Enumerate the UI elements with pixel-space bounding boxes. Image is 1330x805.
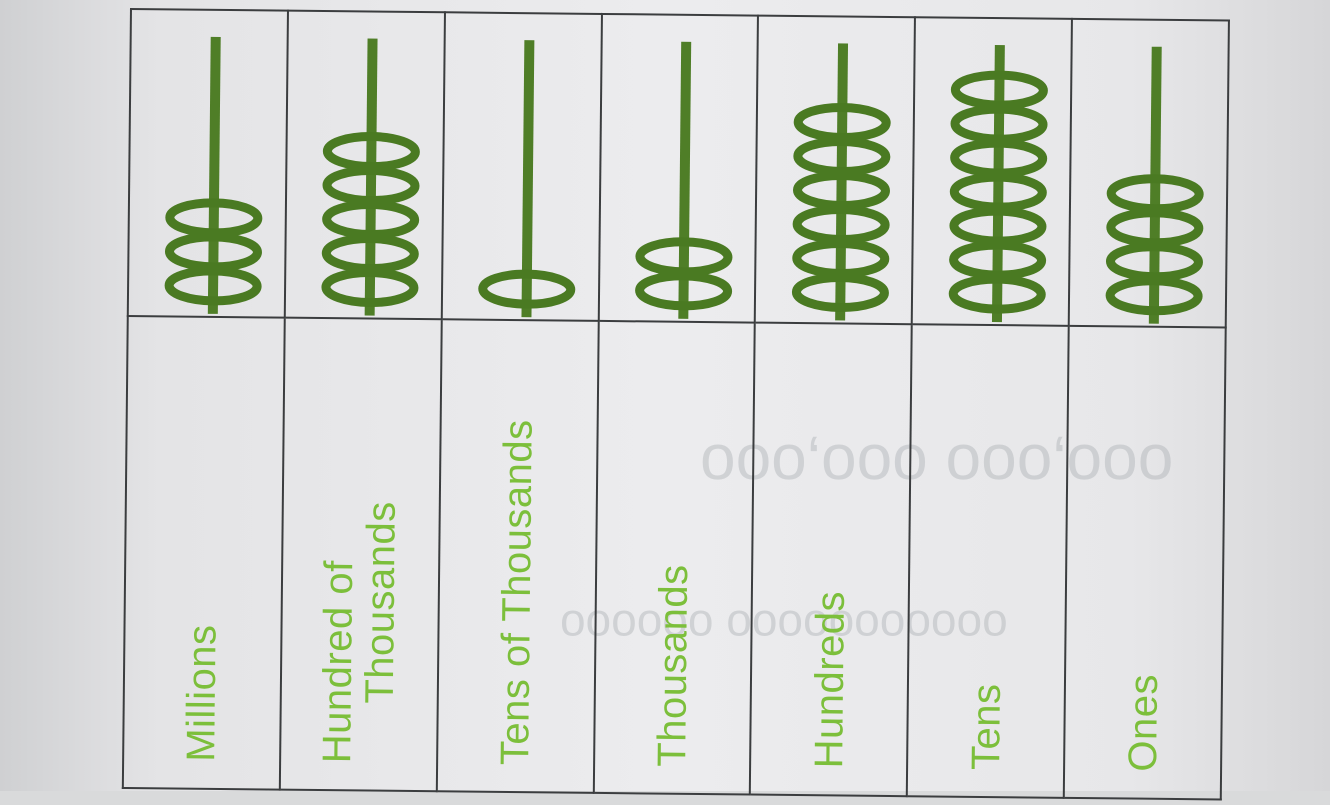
place-label-line: Ones — [1120, 673, 1166, 772]
abacus-rod — [364, 38, 378, 316]
abacus-bead — [478, 269, 576, 309]
abacus-rod — [835, 43, 849, 321]
place-label: Thousands — [650, 564, 697, 767]
label-cell-hundred-thousands: Hundred of Thousands — [279, 317, 442, 792]
label-cell-ones: Ones — [1063, 325, 1226, 800]
abacus-bead — [1106, 174, 1204, 214]
place-label-line: Hundreds — [806, 590, 853, 769]
abacus-bead — [322, 132, 420, 172]
place-label-line: Thousands — [650, 564, 697, 767]
abacus-bead — [793, 102, 891, 142]
abacus-bead — [635, 237, 733, 277]
label-cell-thousands: Thousands — [593, 320, 756, 795]
abacus-table: Millions Hundred of Thousands Tens of Th… — [122, 8, 1245, 805]
label-cell-millions: Millions — [122, 315, 285, 790]
place-label: Tens — [963, 683, 1009, 771]
abacus-rod — [991, 45, 1005, 323]
abacus-bead — [165, 198, 263, 238]
place-label: Tens of Thousands — [493, 419, 541, 766]
abacus-rods — [164, 36, 1204, 324]
abacus-rod — [521, 40, 535, 318]
abacus-rod — [678, 41, 692, 319]
place-label-line: Millions — [179, 624, 225, 763]
label-cell-tens: Tens — [907, 324, 1069, 798]
place-label-line: Thousands — [357, 501, 405, 704]
place-label: Ones — [1120, 673, 1166, 772]
label-cell-hundreds: Hundreds — [750, 322, 912, 797]
label-cell-ten-thousands: Tens of Thousands — [436, 319, 599, 793]
place-label-line: Hundred of — [315, 560, 362, 764]
place-label: Millions — [179, 624, 225, 763]
place-label: Hundreds — [806, 590, 853, 769]
abacus-rod — [207, 36, 221, 314]
abacus-bead — [950, 70, 1048, 110]
label-row: Millions Hundred of Thousands Tens of Th… — [122, 315, 1226, 800]
abacus-rod — [1148, 46, 1162, 324]
place-label: Hundred of Thousands — [315, 501, 405, 764]
place-label-line: Tens of Thousands — [493, 419, 541, 766]
place-label-line: Tens — [963, 683, 1009, 771]
